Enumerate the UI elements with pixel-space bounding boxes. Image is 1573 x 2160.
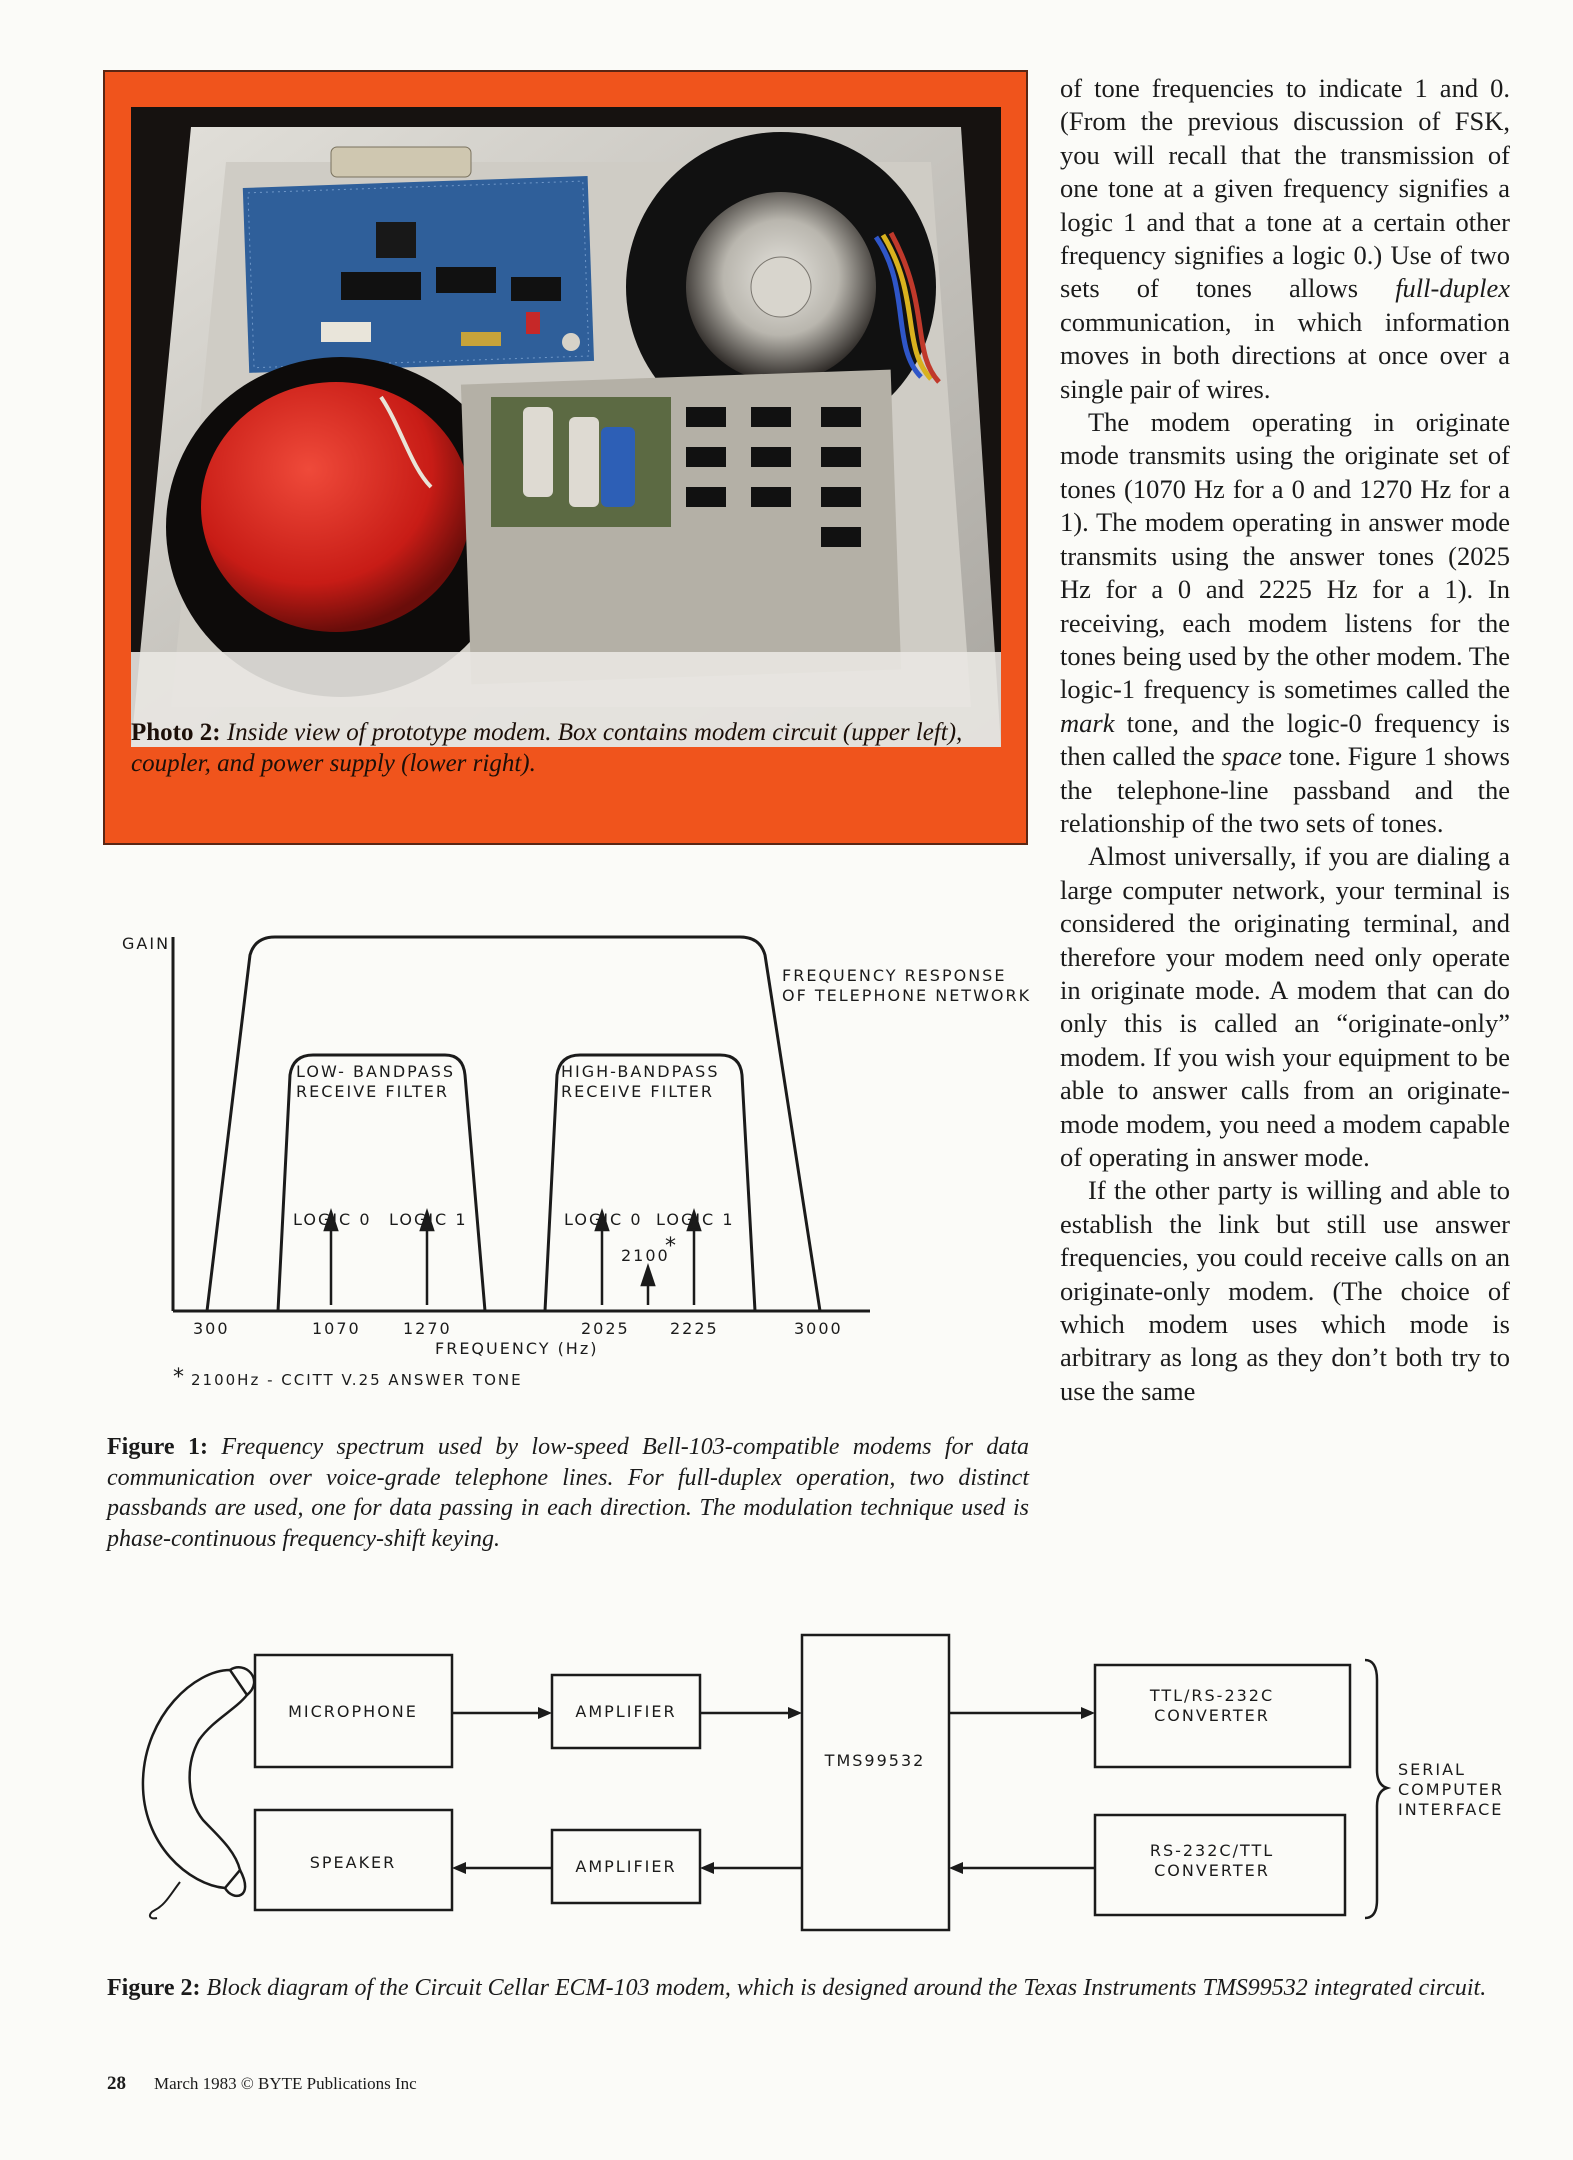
tick-1270: 1270 (403, 1319, 452, 1338)
figure-1-caption-text: Frequency spectrum used by low-speed Bel… (107, 1434, 1030, 1552)
arrow-chip-to-converter (1081, 1707, 1095, 1719)
tms99532-block (800, 1633, 951, 1932)
modem-photo (131, 107, 1001, 747)
arrow-chip-to-amp (700, 1862, 714, 1874)
arrow-amp-to-chip (788, 1707, 802, 1719)
tick-3000: 3000 (794, 1319, 843, 1338)
network-response-curve (205, 935, 822, 1312)
low-bandpass-curve (276, 1053, 487, 1312)
logic1-label-high: LOGIC 1 (656, 1210, 735, 1229)
emphasized-term: full-duplex (1395, 273, 1510, 304)
circuit-board (242, 146, 595, 373)
figure-1-spectrum: GAIN FREQUENCY RESPONSE OF TELEPHONE NET… (122, 934, 1031, 1390)
ttl-rs232-label-line1: TTL/RS-232C (1149, 1686, 1274, 1705)
article-body: of tone frequencies to indicate 1 and 0.… (1060, 72, 1510, 1408)
high-filter-label-line2: RECEIVE FILTER (561, 1082, 714, 1101)
tick-1070: 1070 (312, 1319, 361, 1338)
figure-1-caption-label: Figure 1: (107, 1434, 208, 1460)
answer-tone-asterisk: * (665, 1234, 678, 1259)
footnote-text: 2100Hz - CCITT V.25 ANSWER TONE (191, 1371, 523, 1389)
speaker-block (253, 1808, 454, 1912)
serial-label-line3: INTERFACE (1398, 1800, 1503, 1819)
handset-earpiece (229, 1666, 256, 1696)
paragraph-text: Almost universally, if you are dialing a… (1060, 841, 1510, 1172)
low-filter-label-line2: RECEIVE FILTER (296, 1082, 449, 1101)
rs232-ttl-label-line1: RS-232C/TTL (1150, 1841, 1274, 1860)
coupler-speaker (166, 357, 516, 697)
microphone-block (253, 1653, 454, 1769)
ttl-rs232-label-line2: CONVERTER (1154, 1706, 1270, 1725)
answer-tone-arrow (640, 1263, 656, 1287)
photo-caption: Photo 2: Inside view of prototype modem.… (131, 717, 1001, 779)
paragraph-text: If the other party is willing and able t… (1060, 1175, 1510, 1406)
rs232-ttl-converter-block (1093, 1813, 1347, 1917)
amplifier-bottom-label: AMPLIFIER (575, 1857, 676, 1876)
arrow-mic-to-amp (538, 1707, 552, 1719)
paragraph-text: communication, in which information move… (1060, 306, 1510, 404)
high-bandpass-curve (543, 1053, 757, 1312)
high-filter-label-line1: HIGH-BANDPASS (561, 1062, 719, 1081)
emphasized-term: space (1221, 741, 1282, 772)
paragraph-text: tone. Figure 1 shows the telephone-line … (1060, 741, 1510, 838)
article-paragraph: If the other party is willing and able t… (1060, 1174, 1510, 1408)
figure-2-caption: Figure 2: Block diagram of the Circuit C… (107, 1973, 1517, 2004)
footer-credit: March 1983 © BYTE Publications Inc (154, 2074, 417, 2093)
amplifier-top-block (550, 1673, 702, 1750)
logic0-arrow-low (323, 1208, 339, 1232)
network-label-line2: OF TELEPHONE NETWORK (782, 986, 1031, 1005)
tick-2225: 2225 (670, 1319, 719, 1338)
logic1-arrow-high (686, 1208, 702, 1232)
power-supply-board (460, 369, 902, 685)
page-number: 28 (107, 2073, 126, 2094)
answer-tone-label: 2100 (621, 1246, 670, 1265)
logic0-arrow-high (594, 1208, 610, 1232)
modem-photo-illustration (131, 107, 1001, 747)
emphasized-term: mark (1060, 707, 1115, 738)
ttl-rs232-converter-block (1093, 1663, 1352, 1769)
tms99532-label: TMS99532 (824, 1751, 926, 1770)
low-filter-label-line1: LOW- BANDPASS (296, 1062, 455, 1081)
photo-caption-label: Photo 2: (131, 719, 221, 746)
amplifier-bottom-block (550, 1828, 702, 1905)
serial-label-line2: COMPUTER (1398, 1780, 1504, 1799)
paragraph-text: The modem operating in originate mode tr… (1060, 407, 1510, 705)
figure-1-caption: Figure 1: Frequency spectrum used by low… (107, 1432, 1029, 1554)
serial-label-line1: SERIAL (1398, 1760, 1466, 1779)
tick-300: 300 (193, 1319, 230, 1338)
amplifier-top-label: AMPLIFIER (575, 1702, 676, 1721)
photo-caption-text: Inside view of prototype modem. Box cont… (131, 719, 963, 777)
figure-2-block-diagram: MICROPHONE SPEAKER AMPLIFIER AMPLIFIER T… (141, 1633, 1504, 1932)
rs232-ttl-label-line2: CONVERTER (1154, 1861, 1270, 1880)
tick-2025: 2025 (581, 1319, 630, 1338)
microphone-label: MICROPHONE (288, 1702, 418, 1721)
logic1-arrow-low (419, 1208, 435, 1232)
network-label-line1: FREQUENCY RESPONSE (782, 966, 1006, 985)
coupler-microphone (626, 132, 941, 442)
article-paragraph: The modem operating in originate mode tr… (1060, 406, 1510, 840)
handset-mouthpiece (223, 1869, 247, 1898)
arrow-amp-to-speaker (452, 1862, 466, 1874)
frequency-axis-label: FREQUENCY (Hz) (435, 1339, 598, 1358)
logic0-label-low: LOGIC 0 (293, 1210, 372, 1229)
logic1-label-low: LOGIC 1 (389, 1210, 468, 1229)
arrow-converter-to-chip (949, 1862, 963, 1874)
speaker-label: SPEAKER (310, 1853, 397, 1872)
paragraph-text: of tone frequencies to indicate 1 and 0.… (1060, 73, 1510, 304)
handset-cord (149, 1881, 181, 1920)
page-footer: 28 March 1983 © BYTE Publications Inc (107, 2073, 417, 2095)
telephone-handset-icon (141, 1668, 249, 1890)
logic0-label-high: LOGIC 0 (564, 1210, 643, 1229)
gain-label: GAIN (122, 934, 170, 953)
photo-frame: Photo 2: Inside view of prototype modem.… (103, 70, 1028, 845)
article-paragraph: of tone frequencies to indicate 1 and 0.… (1060, 72, 1510, 406)
figure-2-caption-label: Figure 2: (107, 1975, 201, 2001)
figure-2-caption-text: Block diagram of the Circuit Cellar ECM-… (206, 1975, 1487, 2001)
article-paragraph: Almost universally, if you are dialing a… (1060, 840, 1510, 1174)
footnote-asterisk: * (173, 1365, 186, 1390)
serial-interface-brace (1364, 1658, 1392, 1920)
paragraph-text: tone, and the logic-0 frequency is then … (1060, 707, 1510, 772)
